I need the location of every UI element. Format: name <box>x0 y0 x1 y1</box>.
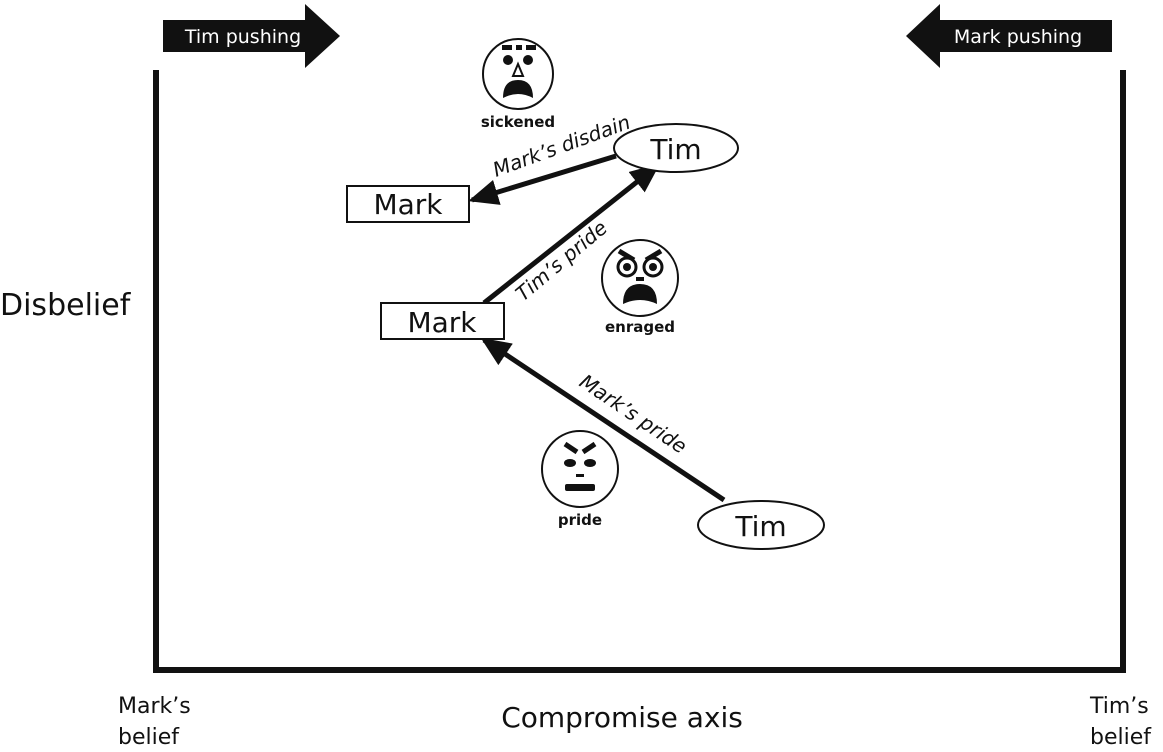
tims-pride-label: Tim’s pride <box>511 216 612 306</box>
mark-pushing-label: Mark pushing <box>954 26 1082 48</box>
tim-pushing-label: Tim pushing <box>184 26 301 48</box>
mark-mid-node: Mark <box>380 302 505 340</box>
pride-label: pride <box>558 511 602 529</box>
tim-bottom-node: Tim <box>697 500 825 550</box>
right-end-label-line1: Tim’s <box>1089 694 1149 719</box>
pride-face-icon <box>541 430 619 508</box>
right-end-label-line2: belief <box>1090 725 1152 750</box>
left-end-label-line1: Mark’s <box>118 694 191 719</box>
mark-pushing-arrow: Mark pushing <box>906 4 1112 68</box>
enraged-face-icon <box>601 239 679 317</box>
tims-pride-arrow <box>482 163 661 305</box>
left-end-label-line2: belief <box>118 725 180 750</box>
marks-pride-arrow <box>480 337 726 503</box>
tim-pushing-arrow: Tim pushing <box>163 4 340 68</box>
x-axis-label: Compromise axis <box>501 701 743 734</box>
tim-top-node: Tim <box>613 123 739 173</box>
sickened-label: sickened <box>481 113 555 131</box>
tim-bottom-label: Tim <box>734 510 786 543</box>
axis-frame <box>153 70 1126 673</box>
sickened-face-icon <box>482 38 554 110</box>
enraged-label: enraged <box>605 318 675 336</box>
marks-disdain-arrow <box>468 153 617 205</box>
mark-top-node: Mark <box>346 185 470 223</box>
mark-mid-label: Mark <box>407 306 477 339</box>
tim-top-label: Tim <box>649 133 701 166</box>
mark-top-label: Mark <box>373 188 443 221</box>
y-axis-label: Disbelief <box>0 288 132 323</box>
